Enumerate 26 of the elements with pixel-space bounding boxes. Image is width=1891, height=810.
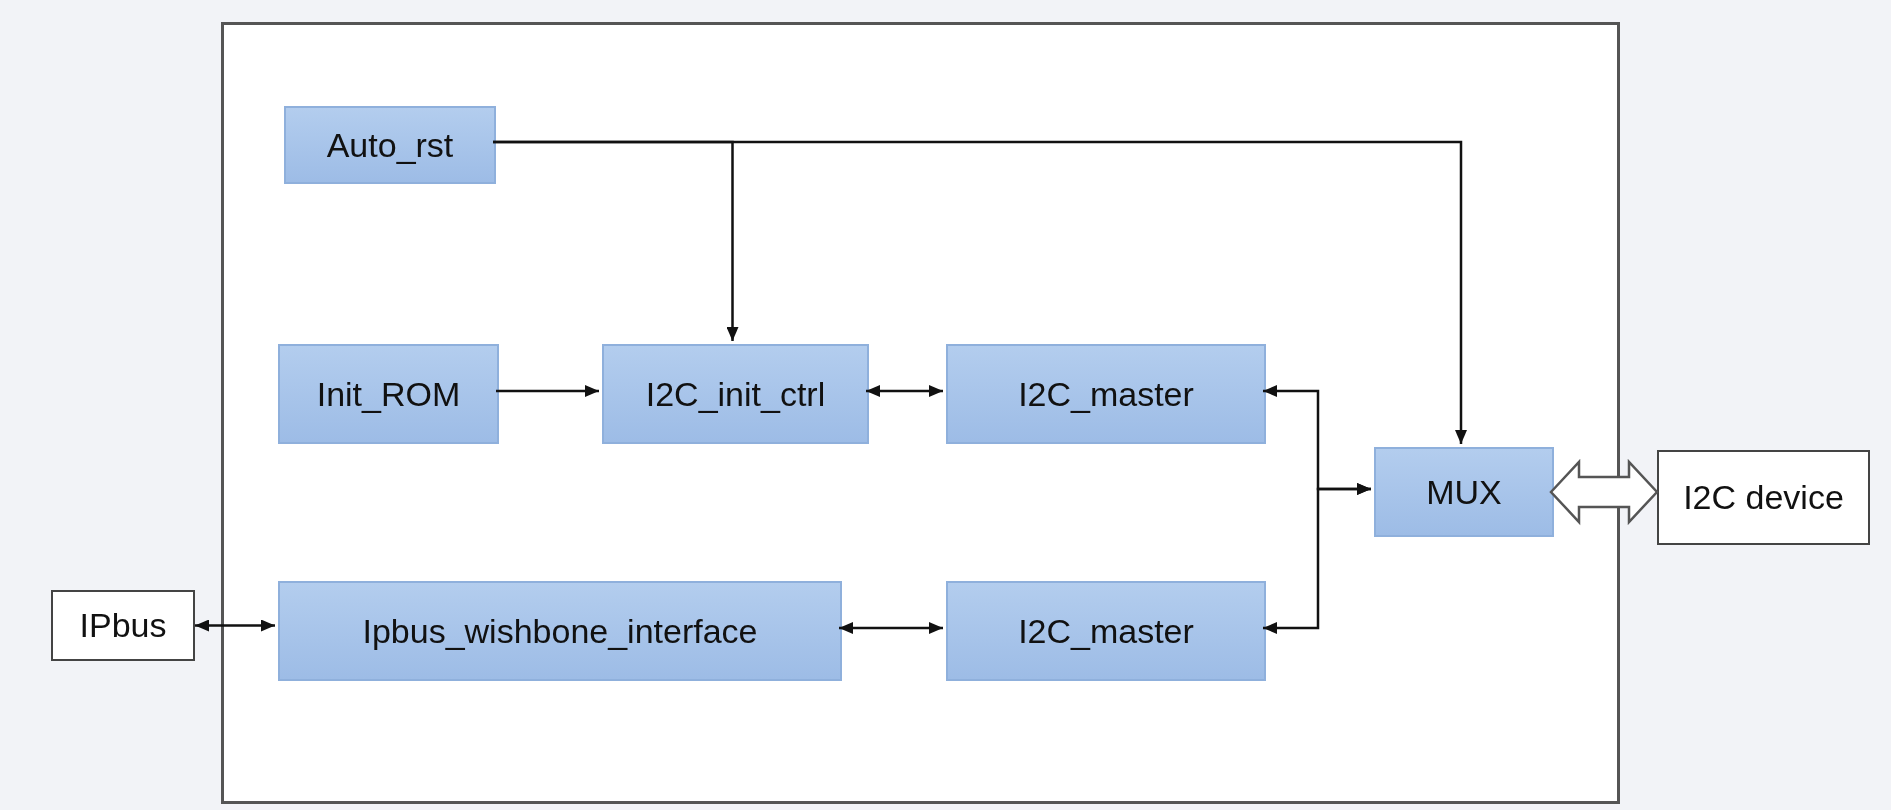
double-block-arrow xyxy=(1549,458,1659,526)
block-label: Init_ROM xyxy=(316,374,461,414)
module-box xyxy=(602,344,869,444)
arrow xyxy=(839,622,943,634)
module-box xyxy=(278,581,842,681)
module-box xyxy=(284,106,496,184)
arrow xyxy=(1263,483,1371,634)
arrow xyxy=(195,619,275,632)
arrow xyxy=(496,385,599,397)
block-label: Auto_rst xyxy=(326,125,454,165)
system-frame xyxy=(221,22,1620,804)
block-label: I2C_init_ctrl xyxy=(645,374,826,414)
module-box xyxy=(278,344,499,444)
block-label: I2C_master xyxy=(1018,611,1194,651)
module-box xyxy=(1374,447,1554,537)
block-label: IPbus xyxy=(79,606,167,645)
arrow xyxy=(866,385,943,397)
module-box xyxy=(946,581,1266,681)
block-label: MUX xyxy=(1426,472,1502,512)
external-block xyxy=(51,590,195,661)
arrow xyxy=(493,140,1467,444)
module-box xyxy=(946,344,1266,444)
block-label: I2C_master xyxy=(1018,374,1194,414)
block-label: Ipbus_wishbone_interface xyxy=(362,611,758,651)
block-label: I2C device xyxy=(1683,478,1844,517)
external-block xyxy=(1657,450,1870,545)
